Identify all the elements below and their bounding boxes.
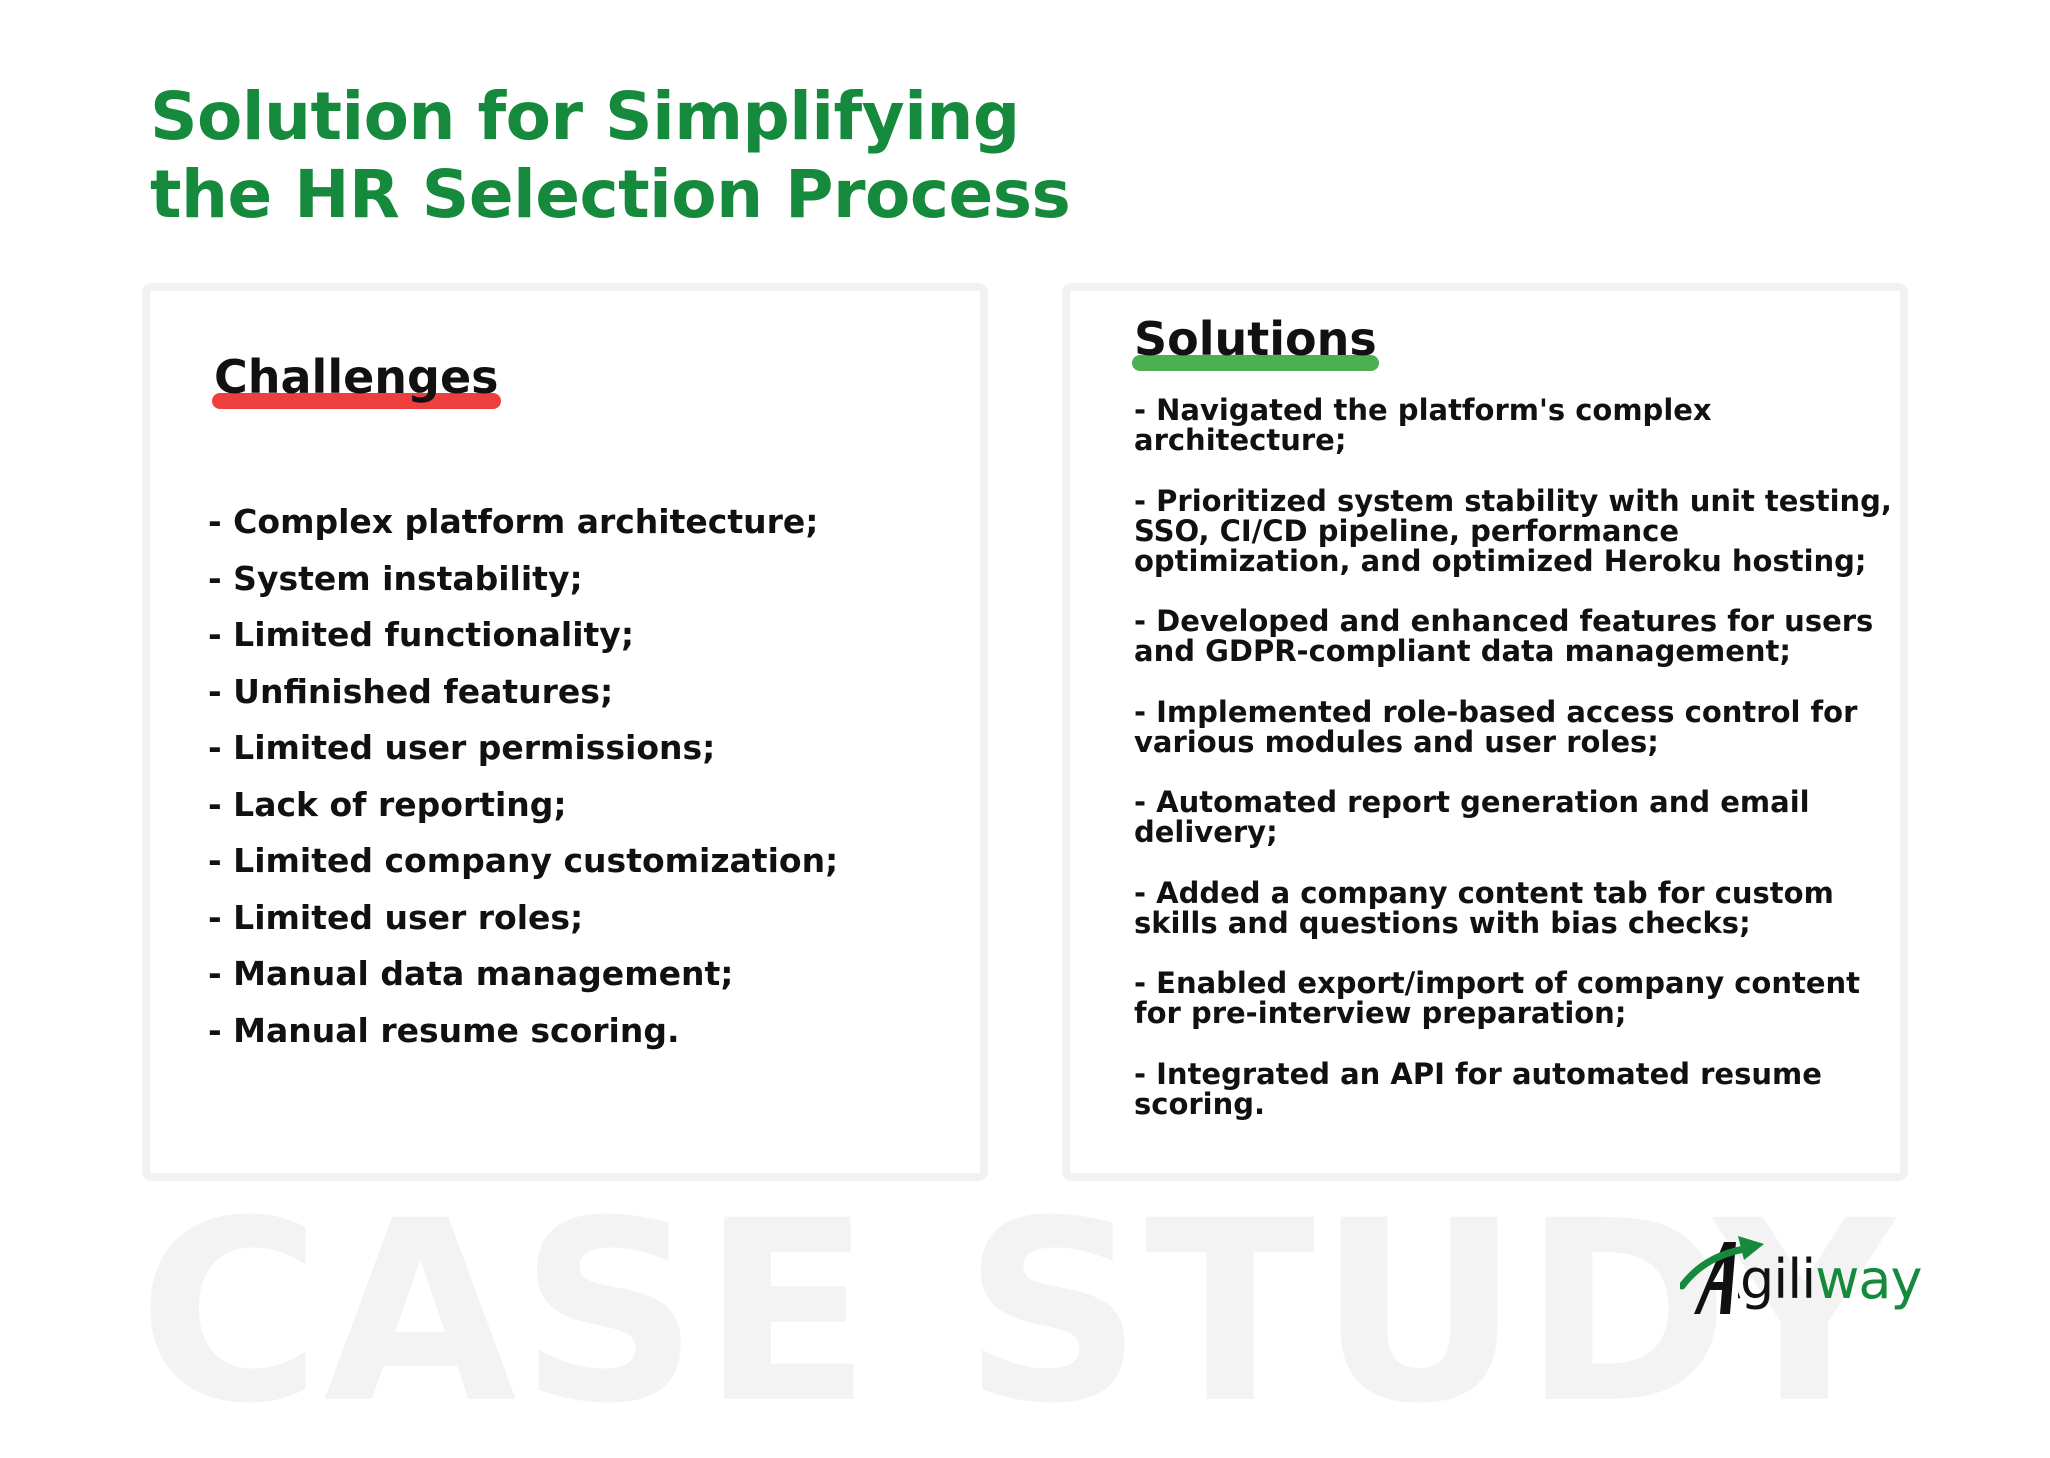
challenges-list: - Complex platform architecture; - Syste… <box>208 494 838 1059</box>
challenges-heading-text: Challenges <box>214 350 499 404</box>
challenge-item: - Complex platform architecture; <box>208 502 819 541</box>
page-title: Solution for Simplifying the HR Selectio… <box>150 78 1250 234</box>
solution-item: - Implemented role-based access control … <box>1134 694 1858 759</box>
agiliway-logo: Agiliway <box>1680 1228 1930 1320</box>
arrow-a-icon <box>1680 1236 1764 1314</box>
solutions-heading-underline <box>1132 355 1379 371</box>
page-title-line-1: Solution for Simplifying <box>150 78 1020 155</box>
logo-text-green: way <box>1815 1248 1922 1311</box>
solution-item: - Automated report generation and email … <box>1134 785 1810 849</box>
solution-item: - Enabled export/import of company conte… <box>1134 966 1861 1030</box>
challenge-item: - Limited functionality; <box>208 615 635 654</box>
solutions-card: Solutions - Navigated the platform's com… <box>1062 283 1908 1181</box>
challenge-item: - Manual data management; <box>208 954 734 993</box>
challenge-item: - Limited user permissions; <box>208 728 716 767</box>
solution-item: - Developed and enhanced features for us… <box>1134 604 1874 668</box>
challenge-item: - Manual resume scoring. <box>208 1010 680 1050</box>
solution-item: - Added a company content tab for custom… <box>1134 875 1834 940</box>
solution-item: - Navigated the platform's complex archi… <box>1134 393 1712 457</box>
solutions-heading-text: Solutions <box>1134 312 1377 366</box>
challenge-item: - Limited user roles; <box>208 897 584 937</box>
agiliway-logo-text: Agiliway <box>1738 1248 1922 1311</box>
logo-text-dark: Agili <box>1704 1248 1816 1311</box>
challenges-card: Challenges - Complex platform architectu… <box>142 283 988 1181</box>
solutions-heading: Solutions <box>1132 312 1379 371</box>
challenges-heading-underline <box>212 393 501 409</box>
solution-item: - Integrated an API for automated resume… <box>1134 1056 1822 1121</box>
challenge-item: - Lack of reporting; <box>208 784 567 824</box>
solution-item: - Prioritized system stability with unit… <box>1134 483 1892 578</box>
challenges-heading: Challenges <box>212 350 501 409</box>
case-study-watermark: CASE STUDY <box>138 1167 1897 1458</box>
challenge-item: - Limited company customization; <box>208 841 839 880</box>
page-title-line-2: the HR Selection Process <box>150 156 1071 233</box>
solutions-list: - Navigated the platform's complex archi… <box>1134 395 1894 1149</box>
challenge-item: - Unfinished features; <box>208 671 614 711</box>
challenge-item: - System instability; <box>208 558 583 598</box>
